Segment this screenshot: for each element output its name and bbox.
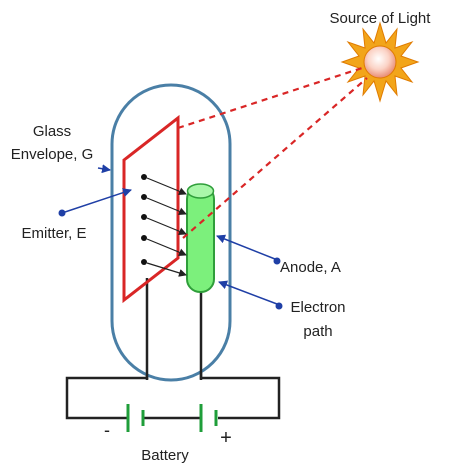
battery-plus-sign: + xyxy=(220,427,232,449)
battery-icon xyxy=(126,404,218,432)
glass-envelope-label-line1: Glass xyxy=(33,123,71,140)
electron-path-5 xyxy=(141,259,187,277)
electron-path-label-line1: Electron xyxy=(290,299,345,316)
glass-pointer xyxy=(97,164,111,174)
sun-icon xyxy=(340,21,420,103)
electron-path-4 xyxy=(141,235,187,257)
electron-paths xyxy=(141,174,187,277)
light-rays xyxy=(177,66,368,239)
anode-cylinder xyxy=(186,183,215,293)
electron-path-pointer xyxy=(218,280,278,305)
emitter-pointer xyxy=(64,188,132,213)
label-pointers xyxy=(58,164,283,310)
electron-path-label-line2: path xyxy=(303,323,332,340)
battery-minus-sign: - xyxy=(104,420,110,440)
electrode-leads xyxy=(145,278,203,380)
anode-pointer xyxy=(216,234,276,260)
emitter-plate xyxy=(122,114,180,304)
battery-label: Battery xyxy=(141,447,189,464)
emitter-label: Emitter, E xyxy=(21,225,86,242)
electron-path-2 xyxy=(141,194,187,216)
electron-path-3 xyxy=(141,214,187,236)
anode-label: Anode, A xyxy=(280,259,341,276)
glass-envelope-label-line2: Envelope, G xyxy=(11,146,94,163)
electron-path-1 xyxy=(141,174,187,196)
source-of-light-label: Source of Light xyxy=(330,10,432,27)
